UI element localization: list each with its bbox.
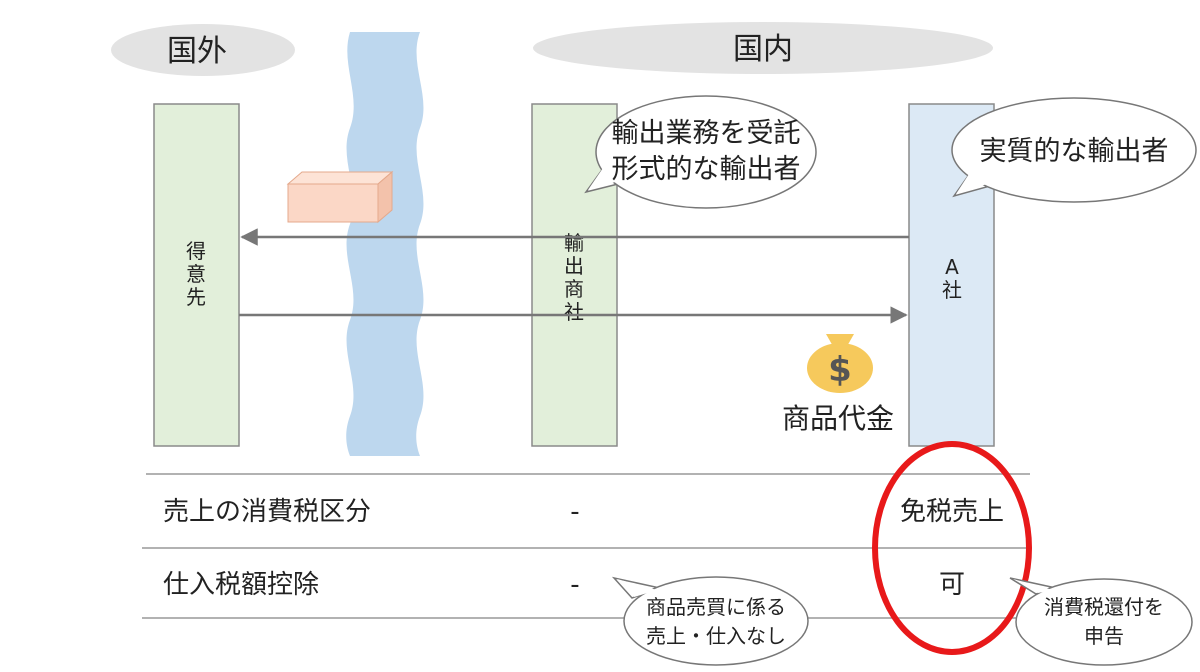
company-a-label: A 社 — [942, 255, 962, 302]
trading-company-char-1: 輸 — [564, 231, 584, 255]
company-a-char-2: 社 — [942, 278, 962, 302]
company-a-char-1: A — [945, 255, 959, 279]
row-1-label: 売上の消費税区分 — [163, 497, 371, 527]
customer-box — [153, 103, 240, 447]
trading-company-note-line-2: 売上・仕入なし — [646, 624, 786, 648]
customer-char-1: 得 — [186, 239, 206, 263]
company-a-note-line-1: 消費税還付を — [1044, 595, 1164, 619]
row-2-company-a: 可 — [939, 570, 965, 600]
trading-company-note-bubble: 商品売買に係る 売上・仕入なし — [611, 576, 809, 666]
trading-company-note-line-1: 商品売買に係る — [646, 595, 786, 619]
customer-label: 得 意 先 — [186, 239, 206, 309]
customer-char-3: 先 — [186, 285, 206, 309]
dollar-sign: $ — [828, 350, 852, 390]
trading-company-char-3: 商 — [564, 277, 584, 301]
company-a-bubble: 実質的な輸出者 — [951, 97, 1197, 203]
region-label-abroad: 国外 — [167, 34, 227, 69]
row-1-trading-company: - — [570, 497, 579, 527]
trading-company-char-4: 社 — [564, 300, 584, 324]
region-pill-abroad — [111, 24, 295, 76]
company-a-bubble-text: 実質的な輸出者 — [980, 136, 1169, 167]
row-1-company-a: 免税売上 — [900, 497, 1004, 527]
row-2-label: 仕入税額控除 — [163, 570, 319, 600]
row-2-trading-company: - — [570, 570, 579, 600]
customer-char-2: 意 — [186, 262, 206, 286]
trading-company-bubble-line-1: 輸出業務を受託 — [612, 118, 801, 149]
company-a-note-bubble: 消費税還付を 申告 — [1009, 577, 1193, 666]
trading-company-bubble-line-2: 形式的な輸出者 — [612, 154, 801, 185]
company-a-note-line-2: 申告 — [1084, 624, 1124, 648]
region-label-domestic: 国内 — [733, 32, 793, 67]
money-bag-icon: $ — [807, 334, 873, 393]
highlight-ellipse — [872, 441, 1032, 655]
trading-company-char-2: 出 — [564, 254, 584, 278]
trading-company-bubble: 輸出業務を受託 形式的な輸出者 — [584, 95, 817, 209]
money-label: 商品代金 — [782, 402, 894, 435]
goods-box-icon — [286, 170, 394, 224]
trading-company-label: 輸 出 商 社 — [564, 231, 584, 324]
river-border — [346, 32, 424, 456]
region-pill-domestic — [533, 22, 993, 74]
